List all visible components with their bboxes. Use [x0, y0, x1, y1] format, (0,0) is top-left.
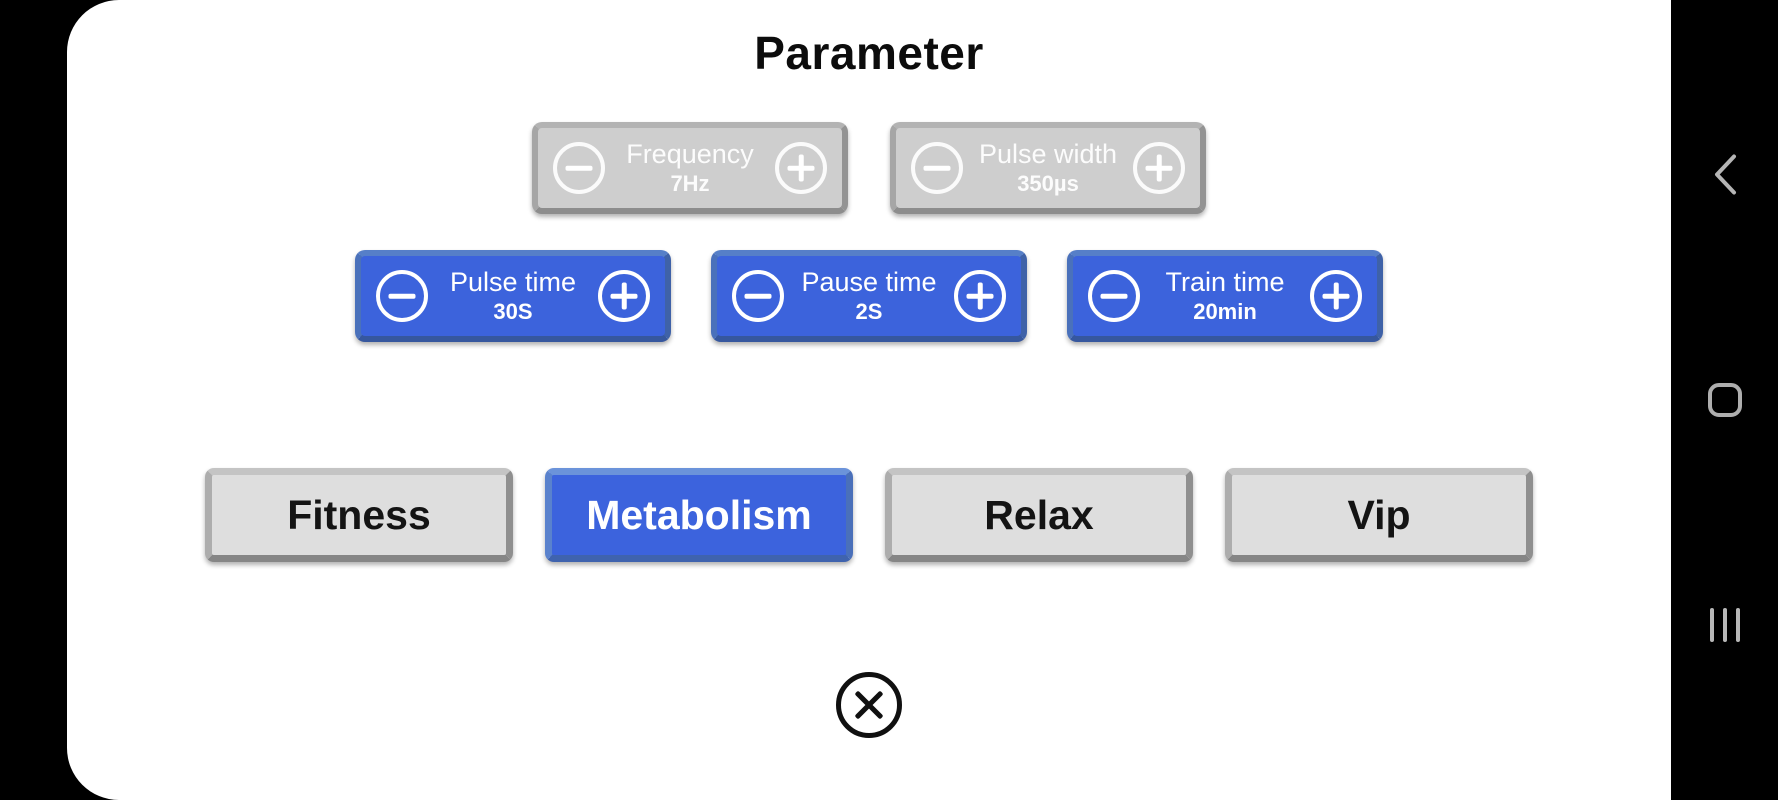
close-button[interactable]	[836, 672, 902, 738]
train-time-control: Train time 20min	[1067, 250, 1383, 342]
pulse-width-decrease-button[interactable]	[911, 142, 963, 194]
param-label: Train time	[1165, 266, 1285, 297]
frequency-increase-button[interactable]	[775, 142, 827, 194]
pulse-time-control: Pulse time 30S	[355, 250, 671, 342]
param-value: 350µs	[1017, 171, 1079, 197]
recents-bars-icon	[1709, 608, 1740, 642]
param-value: 2S	[855, 299, 883, 325]
train-time-increase-button[interactable]	[1310, 270, 1362, 322]
disabled-parameters-row: Frequency 7Hz Pulse width 350µs	[67, 122, 1671, 214]
parameter-panel: Parameter Frequency 7Hz Pulse width 350µ…	[67, 0, 1671, 800]
frequency-decrease-button[interactable]	[553, 142, 605, 194]
page-title: Parameter	[754, 27, 984, 79]
plus-icon	[958, 274, 1002, 318]
train-time-decrease-button[interactable]	[1088, 270, 1140, 322]
pause-time-decrease-button[interactable]	[732, 270, 784, 322]
nav-recents-button[interactable]	[1698, 596, 1752, 654]
android-navigation-bar	[1671, 0, 1778, 800]
pulse-width-control: Pulse width 350µs	[890, 122, 1206, 214]
param-value: 20min	[1193, 299, 1257, 325]
train-time-text: Train time 20min	[1140, 266, 1310, 325]
mode-button-metabolism[interactable]: Metabolism	[545, 468, 853, 562]
home-square-icon	[1707, 383, 1742, 417]
pause-time-text: Pause time 2S	[784, 266, 954, 325]
plus-icon	[602, 274, 646, 318]
pulse-time-increase-button[interactable]	[598, 270, 650, 322]
minus-icon	[915, 146, 959, 190]
plus-icon	[779, 146, 823, 190]
pulse-time-text: Pulse time 30S	[428, 266, 598, 325]
param-label: Pulse width	[978, 138, 1118, 169]
mode-button-relax[interactable]: Relax	[885, 468, 1193, 562]
param-label: Pulse time	[449, 266, 577, 297]
param-value: 7Hz	[670, 171, 710, 197]
plus-icon	[1314, 274, 1358, 318]
frequency-text: Frequency 7Hz	[605, 138, 775, 197]
param-label: Pause time	[801, 266, 937, 297]
mode-button-fitness[interactable]: Fitness	[205, 468, 513, 562]
back-chevron-icon	[1712, 153, 1738, 200]
param-label: Frequency	[626, 138, 754, 169]
pause-time-control: Pause time 2S	[711, 250, 1027, 342]
minus-icon	[736, 274, 780, 318]
pause-time-increase-button[interactable]	[954, 270, 1006, 322]
frequency-control: Frequency 7Hz	[532, 122, 848, 214]
pulse-width-increase-button[interactable]	[1133, 142, 1185, 194]
minus-icon	[1092, 274, 1136, 318]
pulse-width-text: Pulse width 350µs	[963, 138, 1133, 197]
mode-buttons-row: Fitness Metabolism Relax Vip	[67, 468, 1671, 562]
close-icon	[841, 677, 897, 733]
mode-button-vip[interactable]: Vip	[1225, 468, 1533, 562]
nav-home-button[interactable]	[1696, 371, 1754, 429]
pulse-time-decrease-button[interactable]	[376, 270, 428, 322]
param-value: 30S	[493, 299, 533, 325]
plus-icon	[1137, 146, 1181, 190]
enabled-parameters-row: Pulse time 30S Pause time 2S	[67, 250, 1671, 342]
minus-icon	[380, 274, 424, 318]
minus-icon	[557, 146, 601, 190]
nav-back-button[interactable]	[1700, 141, 1750, 212]
